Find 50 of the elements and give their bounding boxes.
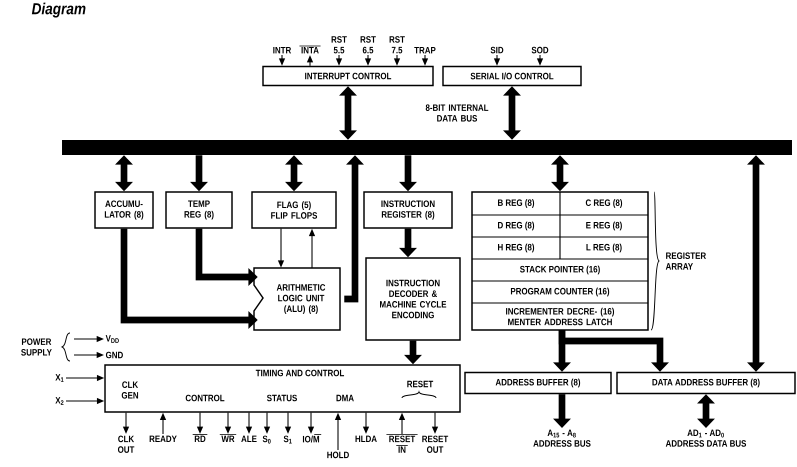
signal-label: INTR xyxy=(273,46,292,54)
signal-label: X$_{1}$ xyxy=(55,374,64,382)
block-box: SERIAL I/O CONTROL xyxy=(442,66,582,86)
title: Diagram xyxy=(32,2,86,18)
signal-label: S$_{1}$ xyxy=(284,436,292,444)
register-cell: B REG (8) xyxy=(471,191,561,216)
signal-label: RST 5.5 xyxy=(332,36,347,54)
register-cell: STACK POINTER (16) xyxy=(471,258,649,282)
block-box: INSTRUCTION REGISTER (8) xyxy=(363,191,453,229)
register-cell: D REG (8) xyxy=(471,214,561,238)
register-cell: L REG (8) xyxy=(559,236,649,260)
signal-label: S$_{0}$ xyxy=(262,436,271,444)
block-box: FLAG (5) FLIP FLOPS xyxy=(251,191,337,229)
signal-label: SOD xyxy=(532,46,548,54)
register-cell: INCREMENTER DECRE- (16) MENTER ADDRESS LATCH xyxy=(471,302,649,331)
signal-label: CLK OUT xyxy=(118,436,134,453)
signal-label: HLDA xyxy=(356,436,377,442)
signal-label: RESET IN xyxy=(386,434,418,453)
alu-box: ARITHMETIC LOGIC UNIT (ALU) (8) xyxy=(253,267,341,331)
block-box: INTERRUPT CONTROL xyxy=(262,66,434,86)
signal-label: A$_{15}$ - A$_{8}$ ADDRESS BUS xyxy=(533,430,591,447)
bracket-label: REGISTER ARRAY xyxy=(666,252,706,270)
signal-label: WR xyxy=(219,434,237,442)
signal-label: ALE xyxy=(241,436,257,442)
signal-label: V$_{DD}$ xyxy=(106,335,119,343)
signal-label: INTA xyxy=(299,46,321,54)
signal-label: RST 6.5 xyxy=(360,36,376,54)
register-cell: H REG (8) xyxy=(471,236,561,260)
register-cell: C REG (8) xyxy=(559,191,649,216)
signal-label: TRAP xyxy=(414,46,436,54)
signal-label: RD xyxy=(192,434,208,442)
block-box: ACCUMU- LATOR (8) xyxy=(94,191,154,229)
signal-label: READY xyxy=(150,436,177,442)
bracket-label: POWER SUPPLY xyxy=(21,332,70,362)
signal-label: IO/M xyxy=(302,434,322,443)
bus-label: 8-BIT INTERNAL DATA BUS xyxy=(426,104,488,122)
register-cell: PROGRAM COUNTER (16) xyxy=(471,280,649,304)
signal-label: SID xyxy=(490,46,504,54)
signal-label: X$_{2}$ xyxy=(55,397,64,405)
signal-label: GND xyxy=(106,352,123,358)
signal-label: HOLD xyxy=(327,452,349,458)
signal-label: RESET OUT xyxy=(422,436,448,453)
register-cell: E REG (8) xyxy=(559,214,649,238)
signal-label: AD$_{1}$ - AD$_{0}$ ADDRESS DATA BUS xyxy=(666,430,746,447)
block-box: INSTRUCTION DECODER & MACHINE CYCLE ENCODING xyxy=(365,257,461,341)
block-box: TEMP REG (8) xyxy=(165,191,233,229)
timing-control-box: TIMING AND CONTROL CLK GEN CONTROL STATUS DMA RESET xyxy=(104,364,461,413)
signal-label: RST 7.5 xyxy=(390,36,405,54)
block-box: DATA ADDRESS BUFFER (8) xyxy=(616,372,796,394)
block-box: ADDRESS BUFFER (8) xyxy=(464,372,612,394)
